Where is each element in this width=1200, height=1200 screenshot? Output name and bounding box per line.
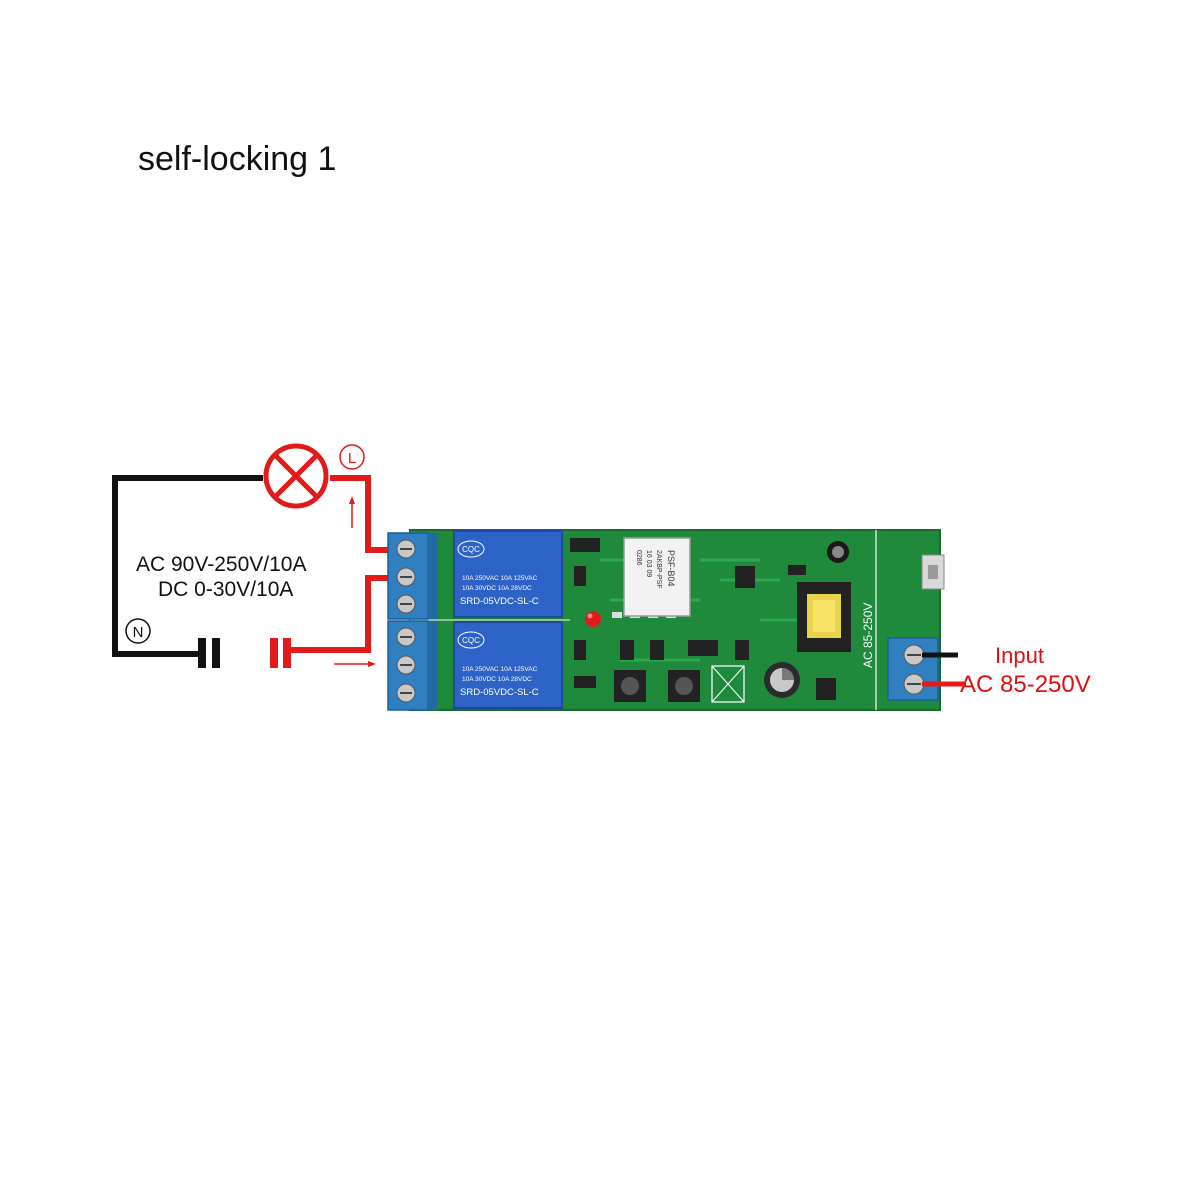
- relay1-model: SRD-05VDC-SL-C: [460, 596, 539, 607]
- relay1-rating-2: 10A 30VDC 10A 28VDC: [462, 585, 532, 592]
- relay1-terminal-block: [387, 532, 438, 620]
- live-marker-text: L: [348, 450, 356, 467]
- relay2-model: SRD-05VDC-SL-C: [460, 687, 539, 698]
- input-terminal-block: [887, 637, 939, 701]
- capacitor-large-icon: [764, 662, 800, 698]
- current-arrow-up: [349, 496, 355, 528]
- load-spec-ac: AC 90V-250V/10A: [136, 553, 307, 576]
- wifi-module-line4: 0286: [635, 550, 642, 566]
- silkscreen-outline: [711, 665, 745, 703]
- input-voltage: AC 85-250V: [960, 671, 1091, 698]
- capacitor-small-icon: [827, 541, 849, 563]
- current-arrow-right: [334, 661, 376, 667]
- svg-text:CQC: CQC: [462, 636, 480, 645]
- diagram-title: self-locking 1: [138, 140, 337, 178]
- relay-1: CQC 10A 250VAC 10A 125VAC 10A 30VDC 10A …: [453, 530, 563, 618]
- wifi-module-line2: 2AKBP-PSF: [655, 550, 662, 589]
- load-spec-dc: DC 0-30V/10A: [158, 578, 294, 601]
- board-input-silkscreen: AC 85-250V: [861, 603, 875, 668]
- wifi-module-line1: PSF-B04: [666, 550, 676, 587]
- relay1-rating-1: 10A 250VAC 10A 125VAC: [462, 575, 538, 582]
- relay2-rating-2: 10A 30VDC 10A 28VDC: [462, 676, 532, 683]
- relay2-rating-1: 10A 250VAC 10A 125VAC: [462, 666, 538, 673]
- status-led-icon: [585, 611, 601, 627]
- relay-2: CQC 10A 250VAC 10A 125VAC 10A 30VDC 10A …: [453, 621, 563, 709]
- transformer-icon: [797, 582, 851, 652]
- wifi-module-line3: 16 03 09: [645, 550, 652, 577]
- relay2-terminal-block: [387, 620, 438, 711]
- live-marker-icon: L: [339, 444, 365, 470]
- wifi-module: PSF-B04 2AKBP-PSF 16 03 09 0286: [623, 537, 691, 617]
- lamp-icon: [263, 443, 329, 509]
- svg-text:CQC: CQC: [462, 545, 480, 554]
- push-button-2: [668, 670, 700, 702]
- input-label: Input: [995, 643, 1044, 668]
- push-button-1: [614, 670, 646, 702]
- usb-port-icon: [921, 554, 945, 590]
- neutral-marker-text: N: [133, 624, 144, 641]
- neutral-marker-icon: N: [125, 618, 151, 644]
- neutral-wire: [112, 475, 263, 668]
